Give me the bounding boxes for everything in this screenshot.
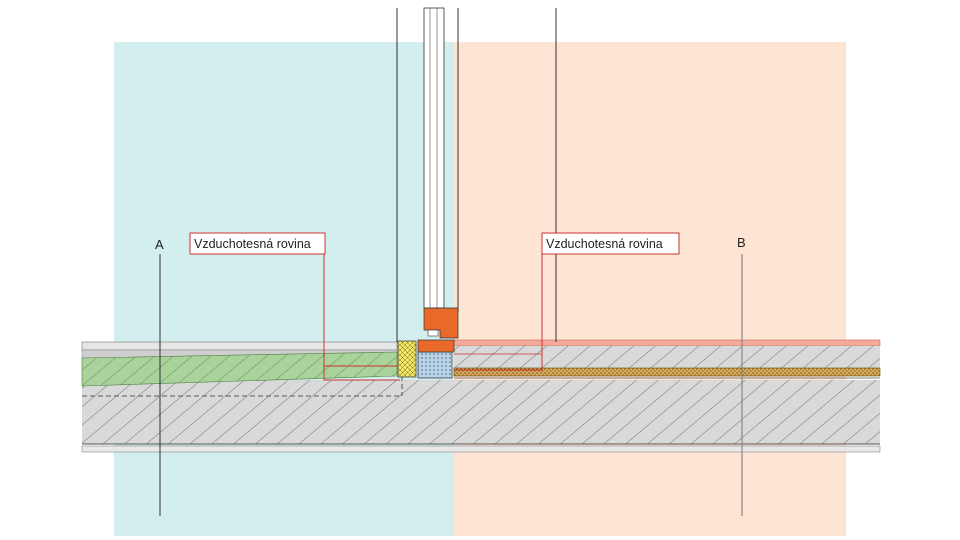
callout-left-leader — [323, 254, 400, 381]
right-floor-finish — [453, 339, 881, 347]
window-sill-detail — [427, 329, 439, 337]
threshold-blue-block — [417, 351, 453, 379]
concrete-slab — [82, 380, 880, 444]
callout-left-box — [189, 232, 326, 255]
section-marker-a: A — [155, 237, 164, 252]
threshold-orange-sill — [417, 339, 455, 353]
section-marker-b: B — [737, 235, 746, 250]
callout-left-label: Vzduchotesná rovina — [194, 237, 311, 251]
left-paving-layer — [81, 341, 398, 351]
threshold-yellow-insulation — [397, 340, 417, 378]
zone-left-background — [114, 42, 454, 536]
slab-base-layer — [81, 445, 881, 453]
zone-right-background — [454, 42, 846, 536]
callout-right-leader — [454, 254, 543, 371]
window-orange-profile — [423, 307, 459, 339]
left-green-insulation — [81, 351, 398, 387]
window-glass-pane — [423, 7, 445, 309]
callout-right-box — [541, 232, 680, 255]
right-hatched-screed — [454, 346, 880, 368]
right-brown-screed — [453, 367, 881, 377]
callout-right-label: Vzduchotesná rovina — [546, 237, 663, 251]
